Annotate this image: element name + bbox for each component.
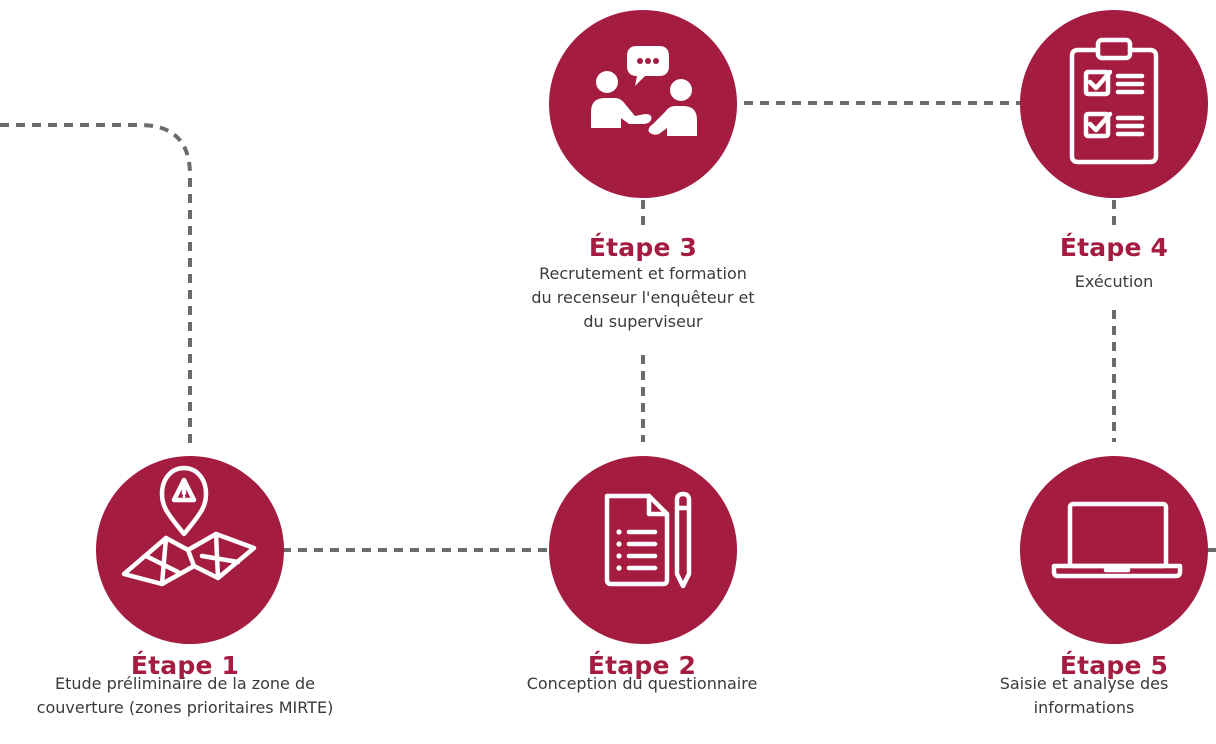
step-5-title: Étape 5	[1059, 651, 1169, 680]
step-5-circle	[1020, 456, 1208, 644]
step-5-description-line-2: informations	[1033, 698, 1135, 717]
step-1-description-line-2: couverture (zones prioritaires MIRTE)	[36, 698, 334, 717]
step-1-description-line-1: Etude préliminaire de la zone de	[55, 674, 315, 693]
step-2-circle	[549, 456, 737, 644]
step-2-title: Étape 2	[587, 651, 697, 680]
connector-start-to-step-1	[0, 123, 192, 448]
step-1-circle	[96, 456, 284, 644]
step-3-circle	[549, 10, 737, 198]
step-1-description: Etude préliminaire de la zone de couvert…	[25, 672, 345, 720]
step-4-description: Exécution	[954, 270, 1216, 294]
step-3-title: Étape 3	[588, 233, 698, 262]
step-3-description-line-2: du recenseur l'enquêteur et	[531, 288, 755, 307]
step-3-description-line-1: Recrutement et formation	[539, 264, 747, 283]
step-5-description: Saisie et analyse des informations	[954, 672, 1214, 720]
step-3-description: Recrutement et formation du recenseur l'…	[483, 262, 803, 334]
step-2-description: Conception du questionnaire	[482, 672, 802, 696]
step-4-title: Étape 4	[1059, 233, 1169, 262]
step-5-description-line-1: Saisie et analyse des	[999, 674, 1169, 693]
step-4-circle	[1020, 10, 1208, 198]
step-4-description-line-1: Exécution	[1074, 272, 1154, 291]
conversation-people-icon	[549, 10, 737, 198]
step-3-description-line-3: du superviseur	[583, 312, 703, 331]
step-2-description-line-1: Conception du questionnaire	[526, 674, 758, 693]
clipboard-checklist-icon	[1020, 10, 1208, 198]
step-1-title: Étape 1	[130, 651, 240, 680]
map-pin-warning-icon	[96, 456, 284, 644]
document-pencil-icon	[549, 456, 737, 644]
laptop-icon	[1020, 456, 1208, 644]
